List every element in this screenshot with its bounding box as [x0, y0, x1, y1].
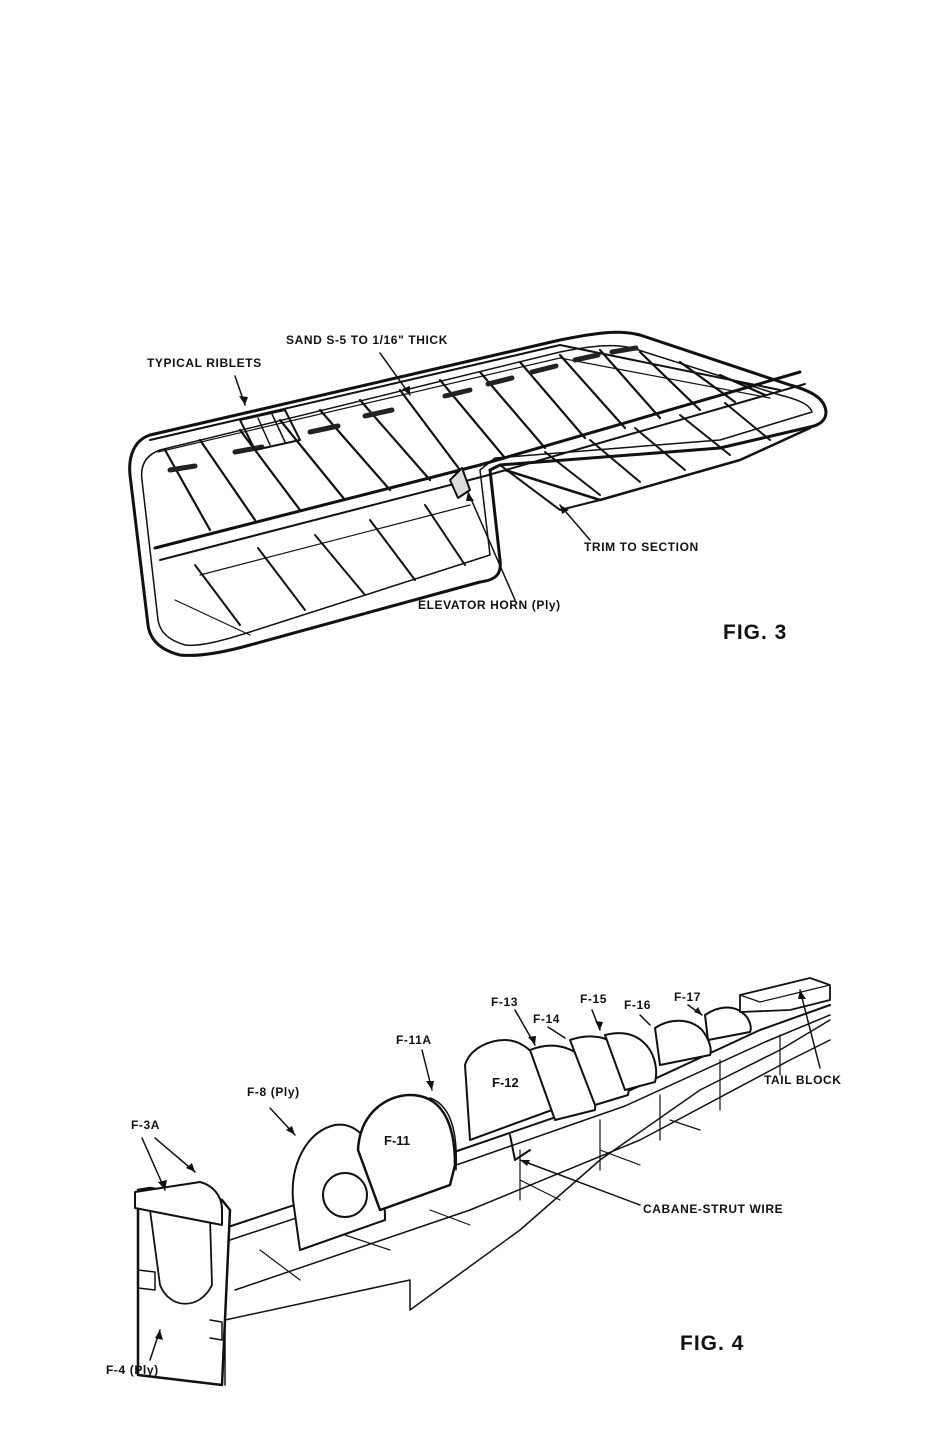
label-f11a: F-11A [396, 1034, 432, 1046]
label-trim-to-section: TRIM TO SECTION [584, 541, 699, 553]
label-tail-block: TAIL BLOCK [764, 1074, 842, 1086]
label-f13: F-13 [491, 996, 518, 1008]
tail-block [740, 978, 830, 1012]
label-elevator-horn: ELEVATOR HORN (Ply) [418, 599, 561, 611]
figure-4-title: FIG. 4 [680, 1333, 744, 1354]
label-f16: F-16 [624, 999, 651, 1011]
label-sand-s5: SAND S-5 TO 1/16" THICK [286, 334, 448, 346]
figure-3-title: FIG. 3 [723, 622, 787, 643]
label-f12: F-12 [492, 1076, 519, 1089]
label-f17: F-17 [674, 991, 701, 1003]
label-cabane-strut-wire: CABANE-STRUT WIRE [643, 1203, 783, 1215]
label-f11: F-11 [384, 1134, 410, 1147]
label-f8: F-8 (Ply) [247, 1086, 300, 1098]
label-typical-riblets: TYPICAL RIBLETS [147, 357, 262, 369]
label-f4: F-4 (Ply) [106, 1364, 159, 1376]
label-f15: F-15 [580, 993, 607, 1005]
f16-former [655, 1021, 711, 1065]
label-f3a: F-3A [131, 1119, 160, 1131]
f11-former [358, 1095, 455, 1210]
cabane-wire [510, 1135, 530, 1160]
label-f14: F-14 [533, 1013, 560, 1025]
